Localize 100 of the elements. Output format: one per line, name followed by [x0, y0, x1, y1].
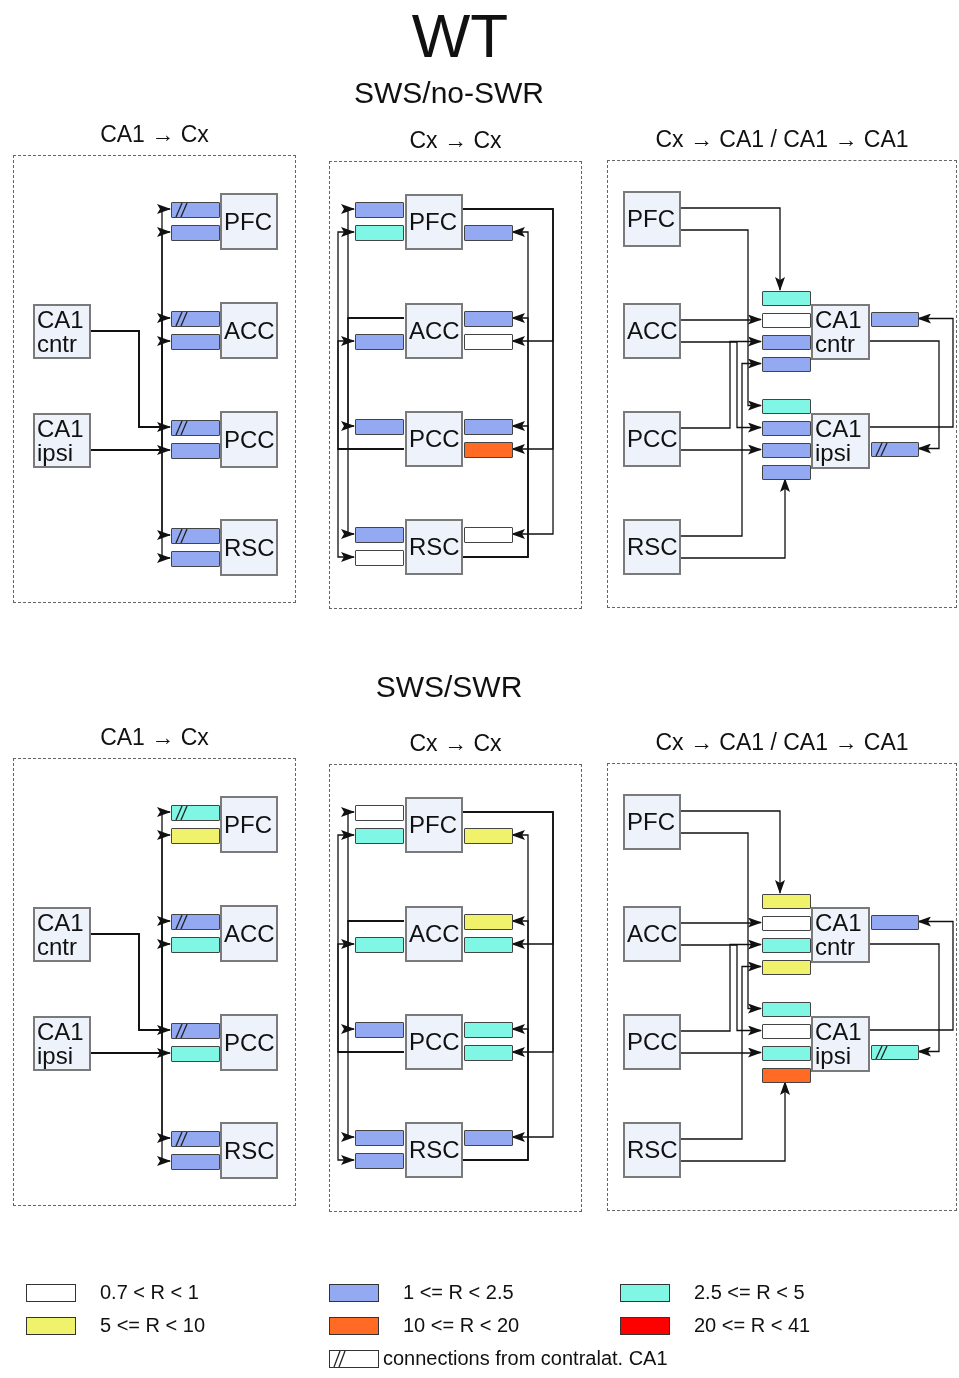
legend-label: 1 <= R < 2.5: [403, 1281, 514, 1304]
hatched-connection-bar: [171, 914, 220, 930]
region-box: [405, 797, 463, 853]
connection-bar: [464, 311, 513, 327]
region-label: PFC: [224, 812, 272, 837]
connection-bar: [762, 1024, 811, 1039]
region-box: [33, 413, 91, 468]
connection-bar: [464, 1045, 513, 1061]
region-box: [33, 907, 91, 962]
panel-heading: CA1 → Cx: [99, 723, 210, 751]
region-label: PCC: [409, 1030, 460, 1054]
region-label: ACC: [627, 319, 678, 343]
region-label: PCC: [627, 1030, 678, 1054]
legend-label: 10 <= R < 20: [403, 1314, 520, 1337]
connection-bar: [762, 1068, 811, 1083]
connection-bar: [355, 334, 404, 350]
connection-bar: [762, 443, 811, 458]
connection-bar: [464, 419, 513, 435]
connection-bar: [762, 894, 811, 909]
connection-bar: [762, 313, 811, 328]
hatched-connection-bar: [871, 1045, 919, 1060]
connection-bar: [171, 443, 220, 459]
region-label: CA1 cntr: [37, 910, 85, 959]
region-box: [405, 194, 463, 250]
region-box: [623, 906, 681, 962]
region-label: PFC: [627, 810, 675, 834]
diagram-title: WT: [410, 0, 510, 72]
region-box: [405, 1122, 463, 1178]
connection-bar: [464, 937, 513, 953]
connection-bar: [762, 1002, 811, 1017]
region-label: PFC: [409, 813, 457, 837]
connection-bar: [355, 1153, 404, 1169]
connection-bar: [464, 527, 513, 543]
region-label: ACC: [627, 922, 678, 946]
region-box: [811, 304, 870, 360]
region-box: [405, 519, 463, 575]
connection-bar: [464, 334, 513, 350]
hatched-connection-bar: [171, 1023, 220, 1039]
region-label: RSC: [224, 535, 275, 560]
region-box: [220, 905, 278, 962]
connection-bar: [762, 960, 811, 975]
region-label: PFC: [627, 207, 675, 231]
connection-bar: [355, 225, 404, 241]
region-label: RSC: [627, 535, 678, 559]
region-box: [405, 411, 463, 467]
hatched-connection-bar: [171, 528, 220, 544]
region-label: ACC: [224, 921, 275, 946]
connection-bar: [355, 550, 404, 566]
connection-bar: [762, 465, 811, 480]
connection-bar: [171, 1154, 220, 1170]
connection-bar: [871, 312, 919, 327]
region-box: [220, 302, 278, 359]
region-label: ACC: [224, 318, 275, 343]
panel-heading: Cx → CA1 / CA1 → CA1: [654, 728, 910, 756]
connection-bar: [762, 916, 811, 931]
region-box: [220, 411, 278, 468]
region-box: [220, 193, 278, 250]
legend-label: connections from contralat. CA1: [383, 1347, 668, 1370]
region-label: ACC: [409, 319, 460, 343]
connection-bar: [171, 828, 220, 844]
connection-bar: [464, 914, 513, 930]
panel-heading: Cx → Cx: [408, 126, 503, 154]
connection-bar: [464, 225, 513, 241]
connector-arrow: [337, 448, 405, 562]
connector-arrow: [337, 1051, 405, 1165]
connection-bar: [762, 1046, 811, 1061]
region-box: [405, 906, 463, 962]
connection-bar: [171, 334, 220, 350]
region-label: RSC: [409, 535, 460, 559]
region-label: RSC: [627, 1138, 678, 1162]
region-label: CA1 ipsi: [815, 1020, 863, 1068]
hatched-connection-bar: [171, 202, 220, 218]
region-box: [33, 1016, 91, 1071]
hatched-connection-bar: [871, 442, 919, 457]
connection-bar: [762, 421, 811, 436]
connection-bar: [762, 335, 811, 350]
region-box: [623, 794, 681, 850]
connection-bar: [355, 828, 404, 844]
connection-bar: [464, 1130, 513, 1146]
region-box: [623, 411, 681, 467]
region-label: CA1 cntr: [37, 307, 85, 356]
region-box: [220, 796, 278, 853]
region-label: CA1 ipsi: [37, 1019, 85, 1068]
connection-bar: [464, 1022, 513, 1038]
legend-label: 20 <= R < 41: [694, 1314, 811, 1337]
connection-bar: [171, 551, 220, 567]
region-label: RSC: [409, 1138, 460, 1162]
region-label: ACC: [409, 922, 460, 946]
connection-bar: [171, 225, 220, 241]
region-label: CA1 ipsi: [815, 417, 863, 465]
connection-bar: [355, 937, 404, 953]
hatched-connection-bar: [171, 311, 220, 327]
region-label: PCC: [409, 427, 460, 451]
connection-bar: [355, 419, 404, 435]
region-label: PCC: [224, 1030, 275, 1055]
region-label: RSC: [224, 1138, 275, 1163]
section-heading: SWS/SWR: [374, 670, 524, 704]
connection-bar: [464, 828, 513, 844]
connection-bar: [762, 291, 811, 306]
connector-arrow: [341, 920, 405, 1142]
